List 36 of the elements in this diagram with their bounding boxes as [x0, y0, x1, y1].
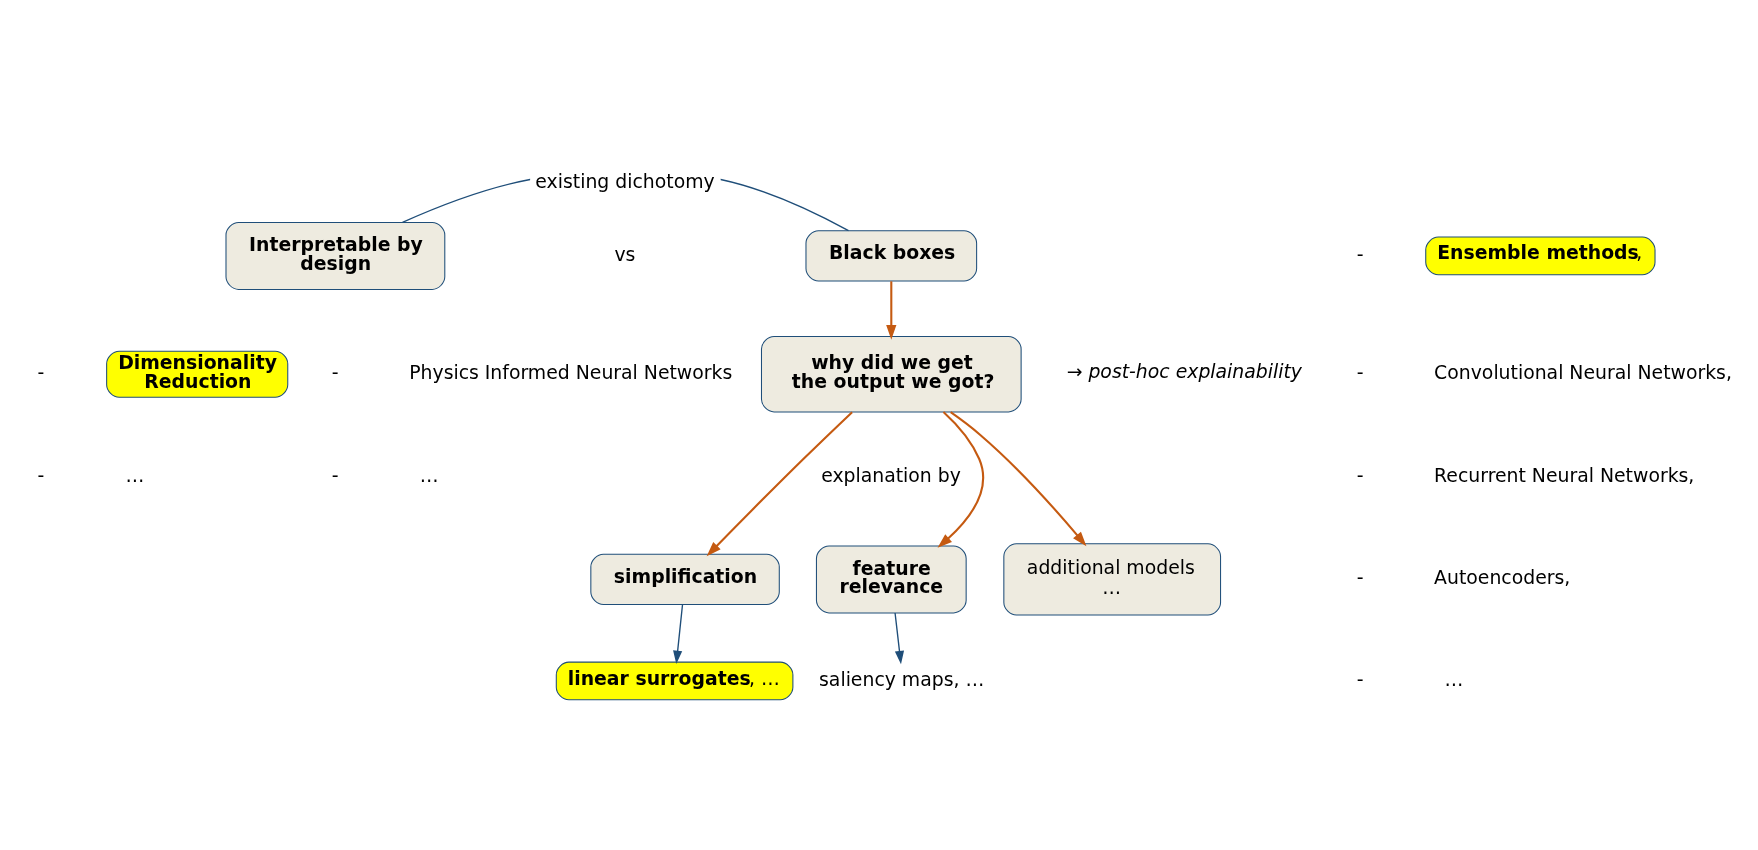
node-text: saliency maps, …	[819, 668, 985, 690]
label: vs	[614, 243, 636, 265]
label: Convolutional Neural Networks,	[1434, 361, 1732, 383]
node-box: linear surrogates, …	[555, 661, 794, 701]
edge-label: existing dichotomy	[535, 171, 715, 193]
node-box: simplification	[590, 553, 780, 606]
label: -	[37, 361, 45, 383]
label: -	[1356, 243, 1364, 265]
label: -	[1356, 361, 1364, 383]
arrow	[894, 612, 905, 665]
arrow	[706, 411, 853, 557]
label: -	[331, 465, 339, 487]
node-label: explanation by	[821, 465, 961, 487]
label: -	[37, 465, 45, 487]
label: -	[1356, 465, 1364, 487]
node-box: Interpretable by design	[225, 221, 446, 290]
label: …	[125, 465, 145, 487]
label: -	[1356, 668, 1364, 690]
node-label: → post-hoc explainability	[1066, 360, 1302, 382]
arrow	[886, 281, 897, 340]
node-box: why did we get the output we got?	[760, 336, 1022, 413]
label: -	[1356, 567, 1364, 589]
label: -	[331, 361, 339, 383]
arrow	[937, 411, 984, 548]
label: …	[1444, 668, 1464, 690]
label: …	[419, 465, 439, 487]
node-box: feature relevance	[815, 545, 967, 614]
node-box: additional models …	[1003, 543, 1222, 616]
label: Physics Informed Neural Networks	[409, 361, 733, 383]
arrow	[950, 411, 1087, 547]
arrow	[673, 604, 684, 664]
node-box: Black boxes	[805, 230, 978, 282]
node-box: Dimensionality Reduction	[106, 350, 289, 398]
node-box: Ensemble methods,	[1425, 236, 1656, 276]
label: Autoencoders,	[1434, 567, 1571, 589]
label: Recurrent Neural Networks,	[1434, 465, 1695, 487]
